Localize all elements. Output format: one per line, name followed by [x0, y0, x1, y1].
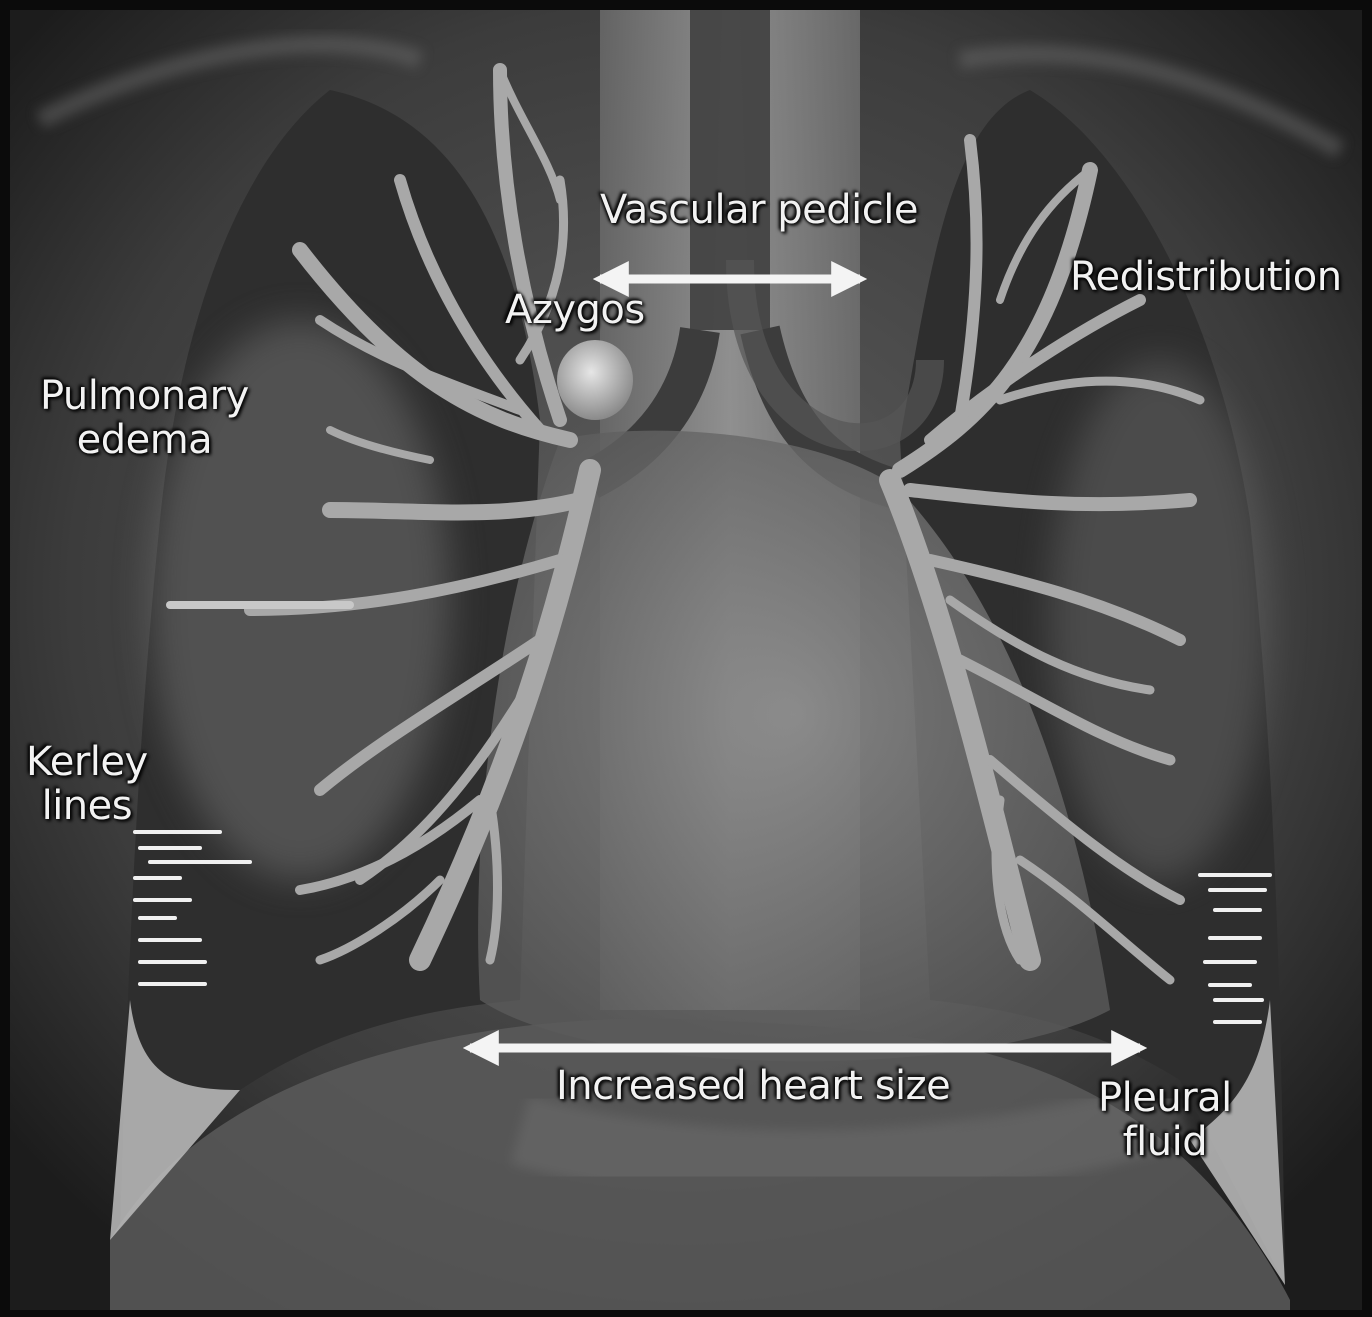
label-redistribution: Redistribution — [1070, 255, 1342, 299]
label-kerley-line2: lines — [26, 784, 148, 828]
label-azygos: Azygos — [505, 288, 645, 332]
label-increased-heart-size: Increased heart size — [556, 1064, 950, 1108]
label-kerley-line1: Kerley — [26, 740, 148, 784]
label-pulmonary-edema-line2: edema — [40, 418, 249, 462]
label-kerley-lines: Kerley lines — [26, 740, 148, 828]
label-pleural-fluid: Pleural fluid — [1098, 1076, 1232, 1164]
label-pulmonary-edema-line1: Pulmonary — [40, 374, 249, 418]
azygos-vein — [557, 340, 633, 420]
label-vascular-pedicle: Vascular pedicle — [600, 188, 918, 232]
label-pulmonary-edema: Pulmonary edema — [40, 374, 249, 462]
label-pleural-line1: Pleural — [1098, 1076, 1232, 1120]
label-pleural-line2: fluid — [1098, 1120, 1232, 1164]
